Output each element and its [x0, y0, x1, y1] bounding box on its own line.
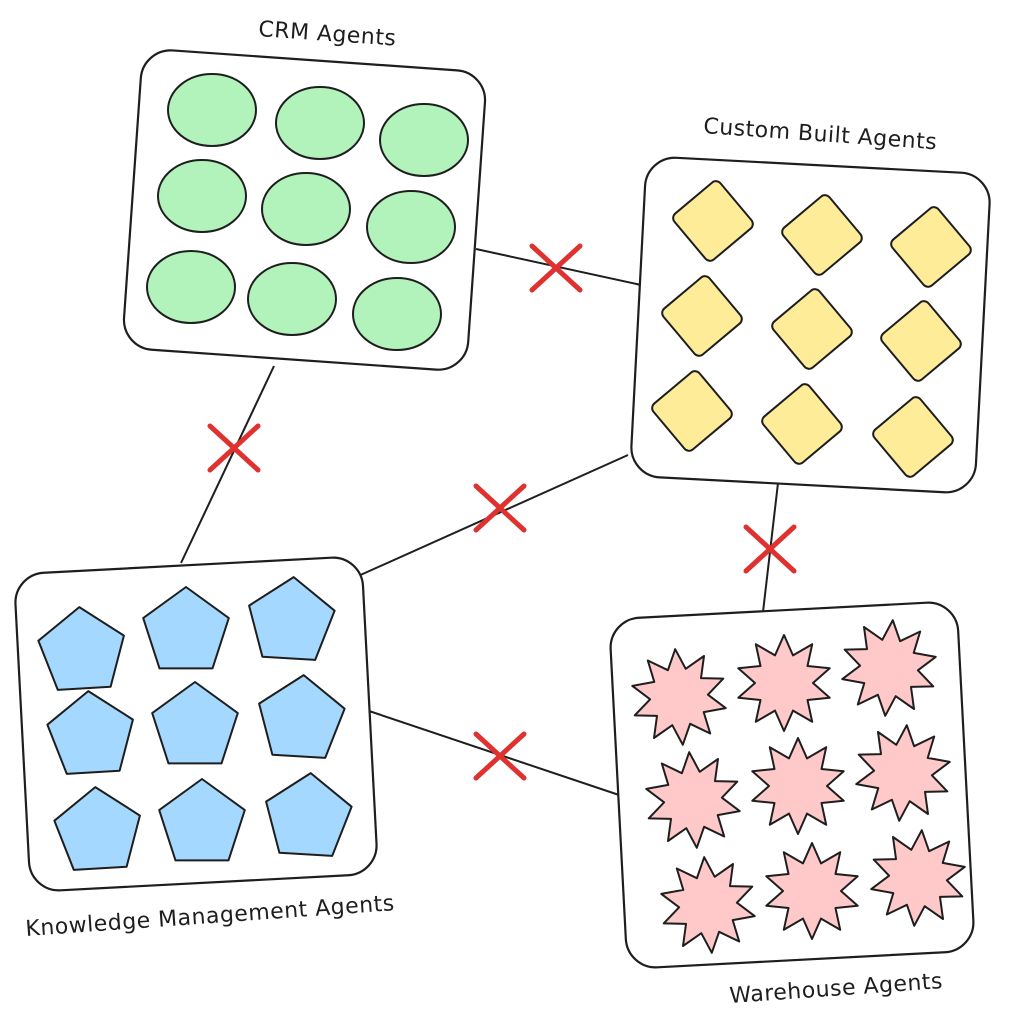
warehouse-agent-star [841, 619, 937, 717]
warehouse-agent-star [855, 724, 951, 822]
crm-agent-circle [275, 86, 365, 160]
warehouse-agent-star [737, 634, 831, 732]
blocked-x-icon [207, 423, 261, 473]
custom-agent-diamond [872, 396, 954, 478]
crm-agent-circle [366, 190, 456, 264]
custom-agent-diamond [771, 288, 853, 370]
crm-agent-circle [261, 172, 351, 246]
knowledge-management-agents [37, 576, 353, 871]
custom-agent-diamond [761, 383, 843, 465]
connector-crm-knowledge [180, 365, 275, 564]
custom-agent-diamond [672, 180, 754, 262]
custom-agent-diamond [880, 300, 962, 382]
custom-built-agents [651, 180, 972, 478]
knowledge-agent-pentagon [151, 681, 239, 765]
crm-agent-circle [167, 73, 257, 147]
knowledge-agent-pentagon [46, 690, 134, 775]
blocked-x-icon [529, 243, 583, 293]
crm-agents-label: CRM Agents [258, 17, 398, 52]
crm-agent-circle [247, 262, 337, 336]
knowledge-agent-pentagon [158, 778, 246, 862]
crm-agent-circle [146, 250, 236, 324]
blocked-x-icon [473, 731, 527, 781]
warehouse-agent-star [631, 648, 727, 746]
blocked-markers [207, 243, 797, 781]
warehouse-agents [631, 619, 966, 954]
warehouse-agents-label: Warehouse Agents [729, 969, 944, 1009]
crm-agent-circle [379, 103, 469, 177]
custom-agent-diamond [890, 206, 972, 288]
custom-built-agents-label: Custom Built Agents [703, 114, 938, 155]
knowledge-agent-pentagon [265, 772, 353, 857]
knowledge-agent-pentagon [142, 586, 230, 670]
warehouse-agent-star [645, 751, 741, 849]
crm-agent-circle [157, 159, 247, 233]
warehouse-agent-star [660, 856, 756, 954]
blocked-x-icon [473, 483, 527, 533]
knowledge-management-agents-label: Knowledge Management Agents [25, 891, 396, 942]
blocked-x-icon [743, 524, 797, 574]
custom-agent-diamond [781, 194, 863, 276]
warehouse-agent-star [870, 829, 966, 927]
warehouse-agent-star [765, 842, 859, 940]
knowledge-agent-pentagon [248, 576, 336, 661]
knowledge-agent-pentagon [53, 786, 141, 871]
crm-agent-circle [352, 277, 442, 351]
knowledge-agent-pentagon [37, 606, 125, 691]
custom-agent-diamond [661, 275, 743, 357]
knowledge-agent-pentagon [258, 674, 346, 759]
custom-agent-diamond [651, 370, 733, 452]
crm-agents [146, 73, 469, 351]
warehouse-agent-star [751, 737, 845, 835]
